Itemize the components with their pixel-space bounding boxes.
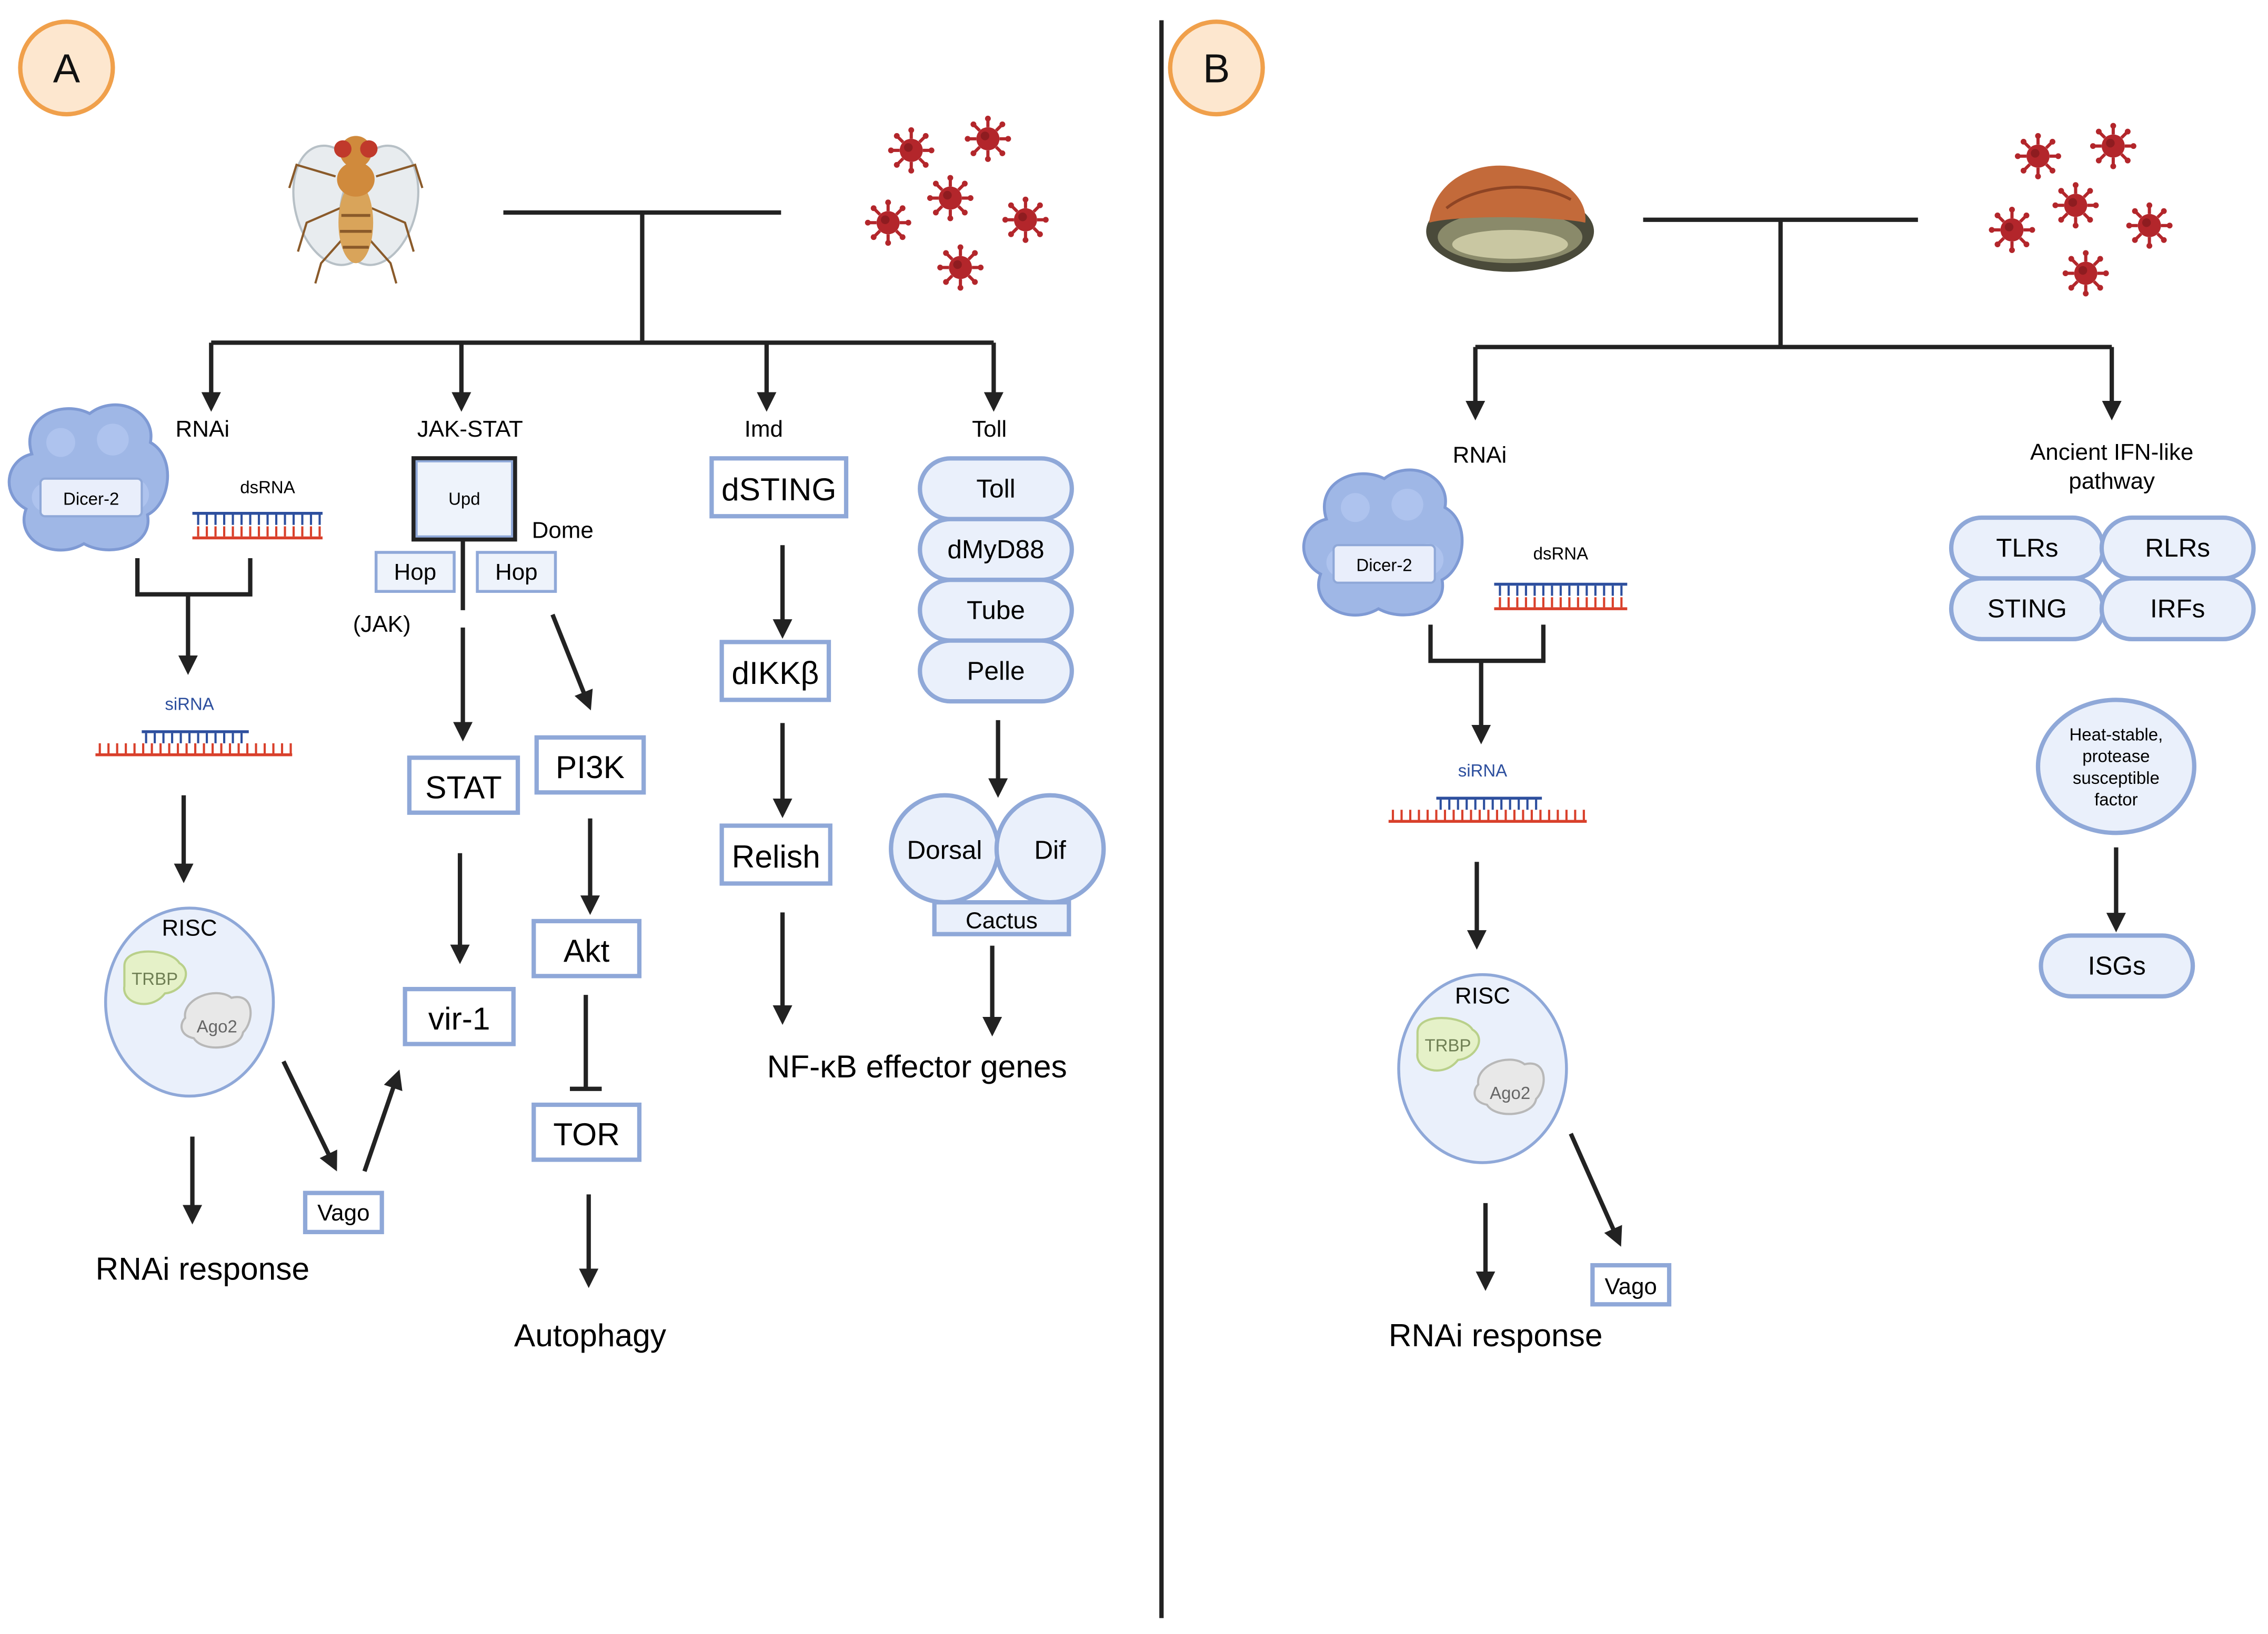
vago-b: Vago <box>1604 1274 1657 1299</box>
panel-a: A <box>9 19 1106 1353</box>
ago2-label: Ago2 <box>197 1017 237 1036</box>
dsting-node: dSTING <box>721 471 836 507</box>
rnai-response-a: RNAi response <box>95 1251 309 1287</box>
hop-left: Hop <box>394 559 437 585</box>
branch-arrows-a <box>201 342 1003 412</box>
sirna-icon <box>95 730 293 757</box>
tlrs: TLRs <box>1996 533 2058 562</box>
jakstat-title: JAK-STAT <box>417 416 523 442</box>
svg-text:A: A <box>53 46 81 92</box>
pi3k-node: PI3K <box>556 749 625 785</box>
sirna-label-b: siRNA <box>1458 761 1507 780</box>
tor-node: TOR <box>553 1116 620 1152</box>
panel-a-tree <box>211 210 994 345</box>
dicer-label-b: Dicer-2 <box>1356 556 1412 575</box>
irfs: IRFs <box>2150 594 2205 623</box>
stat-node: STAT <box>425 769 502 805</box>
pelle: Pelle <box>967 657 1025 685</box>
rlrs: RLRs <box>2145 533 2210 562</box>
vago-a: Vago <box>317 1200 369 1226</box>
trbp-label: TRBP <box>132 969 178 989</box>
virus-cluster-b <box>1989 123 2172 297</box>
dsrna-icon <box>192 512 323 540</box>
vir1-node: vir-1 <box>428 1001 490 1036</box>
dome-label: Dome <box>532 517 594 543</box>
hop-right: Hop <box>495 559 538 585</box>
akt-node: Akt <box>564 933 610 969</box>
dsrna-label-b: dsRNA <box>1533 544 1588 563</box>
jakstat-pathway: JAK-STAT Upd Dome Hop Hop (JAK) STAT PI3… <box>353 416 667 1353</box>
tube: Tube <box>967 596 1025 624</box>
cactus: Cactus <box>966 908 1038 934</box>
ifn-title-line1: Ancient IFN-like <box>2030 439 2193 465</box>
virus-cluster-a <box>865 116 1049 291</box>
dicer-2-icon <box>9 405 167 550</box>
risc-complex: RISC TRBP Ago2 <box>104 906 275 1098</box>
rnai-response-b: RNAi response <box>1389 1317 1603 1353</box>
factor-line3: susceptible <box>2073 768 2160 788</box>
branch-arrows-b <box>1466 347 2122 421</box>
rnai-pathway-a: RNAi Dicer-2 dsRNA siRNA <box>9 405 403 1287</box>
dif: Dif <box>1034 836 1066 865</box>
nfkb-effector-label: NF-κB effector genes <box>767 1048 1067 1084</box>
relish-node: Relish <box>732 839 820 874</box>
sting: STING <box>1988 594 2067 623</box>
sirna-icon-b <box>1388 796 1587 823</box>
panel-a-badge: A <box>18 19 115 117</box>
dsrna-icon-b <box>1494 582 1628 610</box>
panel-b: B RNAi <box>1168 19 2256 1353</box>
panel-b-tree <box>1475 217 2112 349</box>
imd-pathway: Imd dSTING dIKKβ Relish NF-κB effector g… <box>709 416 1067 1084</box>
ago2-label-b: Ago2 <box>1490 1083 1530 1103</box>
fruit-fly-icon <box>288 136 424 284</box>
rnai-title: RNAi <box>176 416 230 442</box>
svg-text:RISC: RISC <box>1455 983 1510 1009</box>
upd-label: Upd <box>448 489 480 508</box>
svg-text:RISC: RISC <box>162 915 217 941</box>
dikkb-node: dIKKβ <box>731 655 819 691</box>
rnai-pathway-b: RNAi Dicer-2 dsRNA siRNA <box>1304 442 1672 1353</box>
dsrna-label: dsRNA <box>240 477 295 497</box>
toll-receptor: Toll <box>976 475 1015 503</box>
autophagy-label: Autophagy <box>514 1317 667 1353</box>
toll-title: Toll <box>972 416 1007 442</box>
risc-complex-b: RISC TRBP Ago2 <box>1397 973 1568 1164</box>
rnai-title-b: RNAi <box>1453 442 1507 468</box>
toll-pathway: Toll Toll dMyD88 Tube Pelle Dorsal Dif C… <box>889 416 1106 1037</box>
dicer-2-icon-b <box>1304 470 1462 615</box>
factor-line2: protease <box>2082 747 2150 766</box>
abalone-icon <box>1426 165 1594 272</box>
imd-title: Imd <box>745 416 783 442</box>
isgs: ISGs <box>2088 952 2146 981</box>
ifn-title-line2: pathway <box>2069 468 2155 494</box>
sirna-label: siRNA <box>165 694 214 714</box>
panel-b-badge: B <box>1168 19 1265 117</box>
trbp-label-b: TRBP <box>1425 1035 1471 1055</box>
svg-text:B: B <box>1203 46 1230 92</box>
factor-line4: factor <box>2094 790 2137 809</box>
dmyd88: dMyD88 <box>947 535 1044 564</box>
dicer-label: Dicer-2 <box>63 489 119 508</box>
dorsal: Dorsal <box>907 836 982 865</box>
factor-line1: Heat-stable, <box>2070 724 2163 744</box>
jak-label: (JAK) <box>353 611 411 637</box>
ifn-like-pathway: Ancient IFN-like pathway TLRs RLRs STING… <box>1949 439 2256 998</box>
